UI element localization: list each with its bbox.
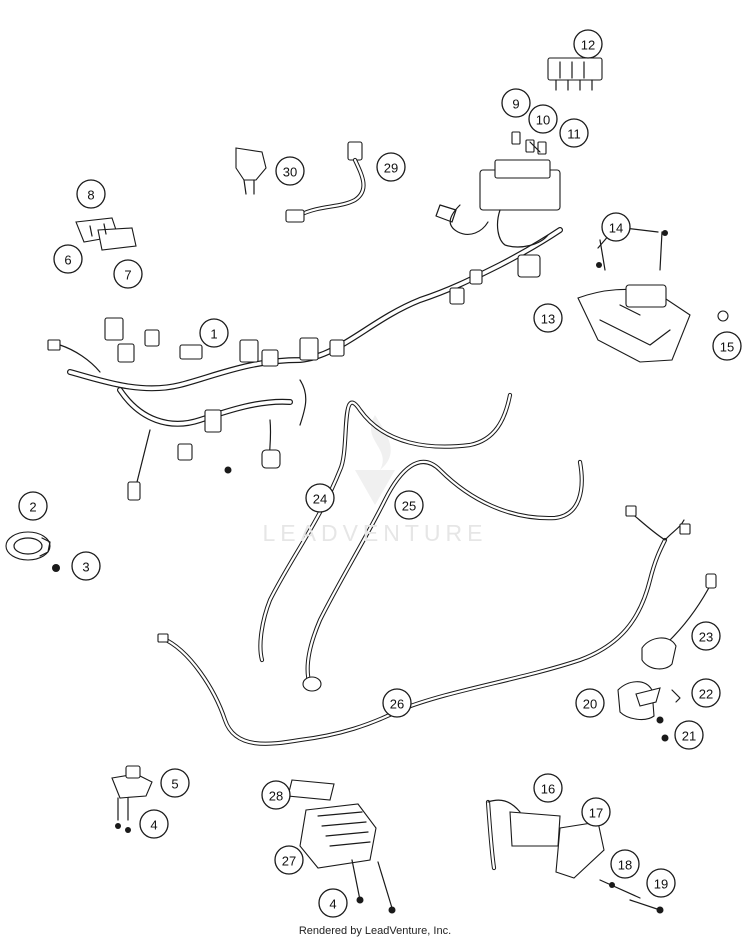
callout-30: 30	[275, 156, 305, 186]
callout-29-label: 29	[384, 161, 398, 176]
watermark-text: LEADVENTURE	[262, 520, 488, 546]
callout-3: 3	[71, 551, 101, 581]
part-25-wire	[302, 459, 584, 692]
callout-2-label: 2	[29, 500, 36, 515]
callout-20: 20	[575, 688, 605, 718]
part-24-wire	[258, 392, 513, 663]
part-27-28-regulator	[287, 779, 396, 914]
part-23-sensor	[641, 573, 717, 670]
callout-28: 28	[261, 780, 291, 810]
callout-12: 12	[573, 29, 603, 59]
callout-8-label: 8	[87, 188, 94, 203]
callout-4b-label: 4	[329, 897, 336, 912]
callout-19: 19	[646, 868, 676, 898]
callout-25: 25	[394, 490, 424, 520]
part-20-21-22-sensor-bracket	[617, 681, 681, 742]
callout-23: 23	[691, 621, 721, 651]
callout-29: 29	[376, 152, 406, 182]
callout-8: 8	[76, 179, 106, 209]
callout-19-label: 19	[654, 877, 668, 892]
callout-27: 27	[274, 845, 304, 875]
part-4-5-mount-assembly	[111, 765, 153, 833]
callout-15-label: 15	[720, 340, 734, 355]
callout-21: 21	[674, 720, 704, 750]
callout-4b: 4	[318, 888, 348, 918]
callout-6-label: 6	[64, 253, 71, 268]
callout-14: 14	[601, 212, 631, 242]
callout-27-label: 27	[282, 854, 296, 869]
callout-2: 2	[18, 491, 48, 521]
part-2-3-horn-assembly	[5, 531, 60, 572]
callout-22: 22	[691, 678, 721, 708]
callout-24: 24	[305, 483, 335, 513]
callout-5-label: 5	[171, 777, 178, 792]
callout-17-label: 17	[589, 806, 603, 821]
callout-6: 6	[53, 244, 83, 274]
callout-5: 5	[160, 768, 190, 798]
callout-18: 18	[610, 849, 640, 879]
callout-13: 13	[533, 303, 563, 333]
part-12-fuse-strip	[547, 57, 603, 91]
callout-7: 7	[113, 259, 143, 289]
callout-7-label: 7	[124, 268, 131, 283]
callout-26-label: 26	[390, 697, 404, 712]
callout-24-label: 24	[313, 492, 327, 507]
callout-3-label: 3	[82, 560, 89, 575]
callout-9-label: 9	[512, 97, 519, 112]
callout-1-label: 1	[210, 327, 217, 342]
callout-17: 17	[581, 797, 611, 827]
callout-18-label: 18	[618, 858, 632, 873]
callout-16-label: 16	[541, 782, 555, 797]
callout-30-label: 30	[283, 165, 297, 180]
callout-14-label: 14	[609, 221, 623, 236]
callout-10: 10	[528, 104, 558, 134]
callout-11-label: 11	[567, 127, 581, 142]
callout-23-label: 23	[699, 630, 713, 645]
callout-25-label: 25	[402, 499, 416, 514]
credit-text: Rendered by LeadVenture, Inc.	[298, 925, 452, 937]
callout-21-label: 21	[682, 729, 696, 744]
callout-28-label: 28	[269, 789, 283, 804]
main-wiring-harness	[47, 159, 563, 501]
callout-15: 15	[712, 331, 742, 361]
callout-10-label: 10	[536, 113, 550, 128]
callout-4a: 4	[139, 809, 169, 839]
callout-20-label: 20	[583, 697, 597, 712]
callout-13-label: 13	[541, 312, 555, 327]
part-29-sensor	[285, 141, 366, 223]
part-30-relay	[235, 147, 267, 195]
callout-22-label: 22	[699, 687, 713, 702]
part-16-19-ignition-coil	[485, 799, 664, 914]
callout-9: 9	[501, 88, 531, 118]
part-6-7-8-relay-block	[75, 217, 137, 251]
callout-11: 11	[559, 118, 589, 148]
callout-4a-label: 4	[150, 818, 157, 833]
part-13-mounting-bracket	[577, 230, 729, 363]
part-9-10-11-fuses	[511, 131, 547, 155]
callout-16: 16	[533, 773, 563, 803]
callout-12-label: 12	[581, 38, 595, 53]
callout-26: 26	[382, 688, 412, 718]
callout-1: 1	[199, 318, 229, 348]
